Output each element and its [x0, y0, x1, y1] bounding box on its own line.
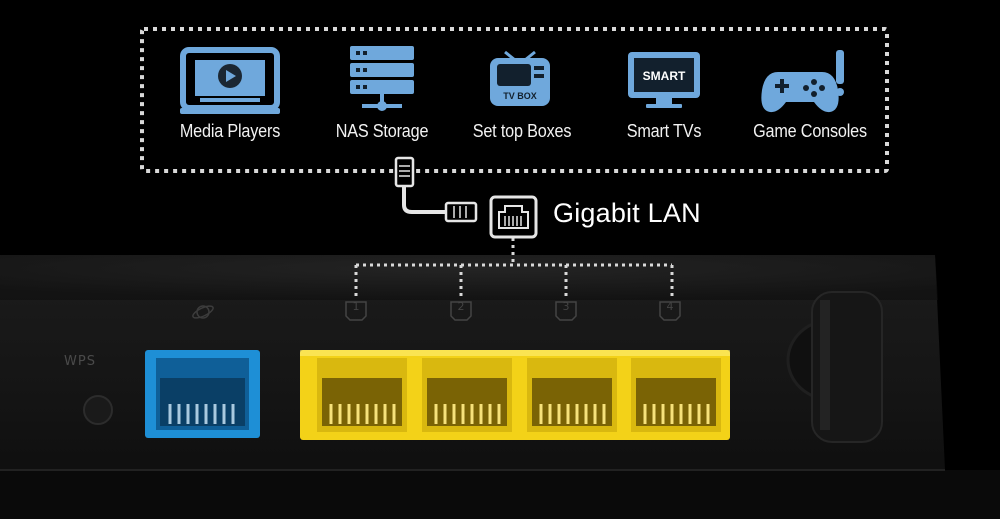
ethernet-cable-icon [394, 156, 478, 223]
gigabit-lan-label: Gigabit LAN [553, 198, 701, 228]
lan-bracket-line [354, 238, 674, 296]
game-controller-icon [761, 50, 844, 113]
tv-box-icon-text: TV BOX [503, 91, 537, 101]
device-label-smart-tvs: Smart TVs [626, 121, 702, 141]
device-label-media-players: Media Players [179, 121, 281, 141]
lan-port-4[interactable] [631, 358, 721, 432]
nas-storage-icon [350, 46, 414, 111]
lan-port-2[interactable] [422, 358, 512, 432]
wan-port[interactable] [145, 350, 260, 438]
smart-tv-icon: SMART [628, 52, 700, 108]
wps-button[interactable] [83, 395, 113, 425]
lan-port-number-4: 4 [666, 300, 674, 313]
tv-box-icon: TV BOX [490, 50, 550, 106]
lan-port-number-tab-1 [345, 301, 367, 321]
device-label-set-top-boxes: Set top Boxes [472, 121, 572, 141]
lan-port-number-tab-3 [555, 301, 577, 321]
device-group-box [140, 27, 889, 173]
media-player-icon [180, 47, 280, 114]
smart-tv-icon-text: SMART [643, 69, 686, 83]
device-label-game-consoles: Game Consoles [753, 121, 867, 141]
device-label-nas-storage: NAS Storage [335, 121, 429, 141]
lan-port-number-1: 1 [352, 300, 360, 313]
antenna [786, 291, 883, 443]
lan-port-1[interactable] [317, 358, 407, 432]
lan-port-3[interactable] [527, 358, 617, 432]
globe-icon [192, 305, 214, 319]
lan-port-number-3: 3 [562, 300, 570, 313]
wps-label: WPS [64, 354, 96, 369]
ethernet-port-icon [489, 195, 538, 239]
lan-ports [300, 350, 730, 440]
lan-port-number-tab-2 [450, 301, 472, 321]
lan-port-number-2: 2 [457, 300, 465, 313]
lan-port-number-tab-4 [659, 301, 681, 321]
